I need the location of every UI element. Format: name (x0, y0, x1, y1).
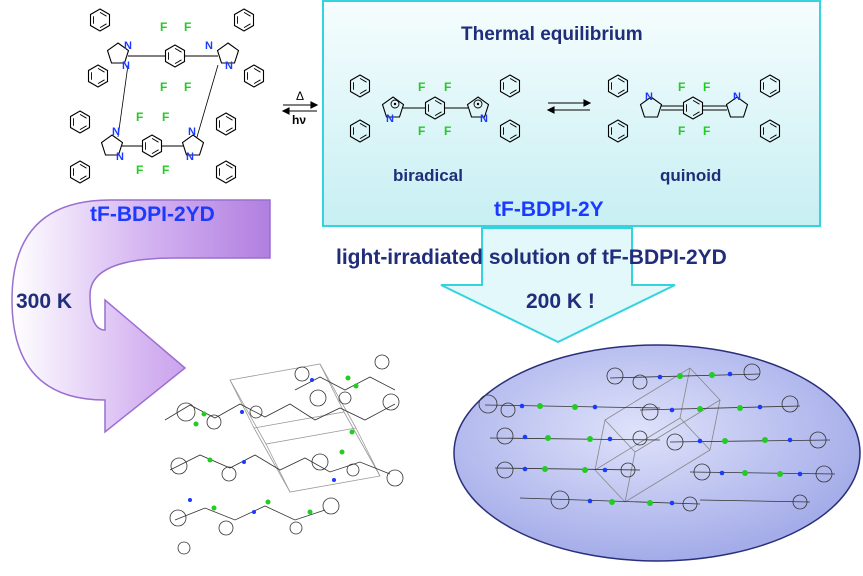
atom-N: N (645, 91, 653, 103)
atom-F: F (162, 110, 170, 124)
atom-N: N (186, 151, 194, 163)
light-irradiated-solution-label: light-irradiated solution of tF-BDPI-2YD (336, 246, 727, 269)
atom-N: N (188, 126, 196, 138)
crystal-packing-300k (164, 354, 404, 555)
crystal-atoms-200k (519, 371, 803, 506)
atom-F: F (184, 20, 192, 34)
temperature-300k-label: 300 K (16, 290, 73, 313)
biradical-label: biradical (393, 166, 463, 185)
atom-N: N (205, 40, 213, 52)
hv-label: hν (292, 113, 307, 127)
atom-F: F (136, 110, 144, 124)
cyan-down-arrow (440, 227, 676, 344)
atom-N: N (122, 60, 130, 72)
atom-F: F (678, 80, 686, 94)
atom-N: N (733, 91, 741, 103)
atom-F: F (418, 80, 426, 94)
atom-N: N (225, 60, 233, 72)
atom-F: F (678, 124, 686, 138)
crystal-atoms-300k (188, 375, 359, 515)
thermal-equilibrium-title: Thermal equilibrium (461, 24, 643, 45)
atom-N: N (112, 126, 120, 138)
atom-F: F (160, 20, 168, 34)
thermal-equilibrium-arrows (546, 99, 592, 114)
atom-N: N (480, 113, 488, 125)
atom-F: F (444, 80, 452, 94)
quinoid-label: quinoid (660, 166, 722, 185)
atom-F: F (444, 124, 452, 138)
purple-curved-arrow (11, 199, 271, 434)
delta-hv-arrows (281, 101, 319, 115)
quinoid-structure (607, 74, 781, 143)
biradical-structure (349, 74, 521, 143)
atom-F: F (703, 80, 711, 94)
delta-label: Δ (296, 89, 305, 103)
atom-F: F (184, 80, 192, 94)
compound-yd-label: tF-BDPI-2YD (90, 203, 215, 226)
atom-F: F (136, 163, 144, 177)
atom-N: N (116, 151, 124, 163)
thermal-equilibrium-box (322, 0, 821, 227)
atom-F: F (160, 80, 168, 94)
temperature-200k-label: 200 K ! (526, 290, 595, 313)
dimer-structure (69, 8, 265, 184)
atom-N: N (124, 40, 132, 52)
atom-N: N (386, 113, 394, 125)
atom-F: F (703, 124, 711, 138)
atom-F: F (418, 124, 426, 138)
crystal-ellipse-200k (453, 344, 861, 562)
atom-F: F (162, 163, 170, 177)
compound-y-label: tF-BDPI-2Y (494, 198, 604, 221)
crystal-packing-200k (478, 363, 836, 512)
